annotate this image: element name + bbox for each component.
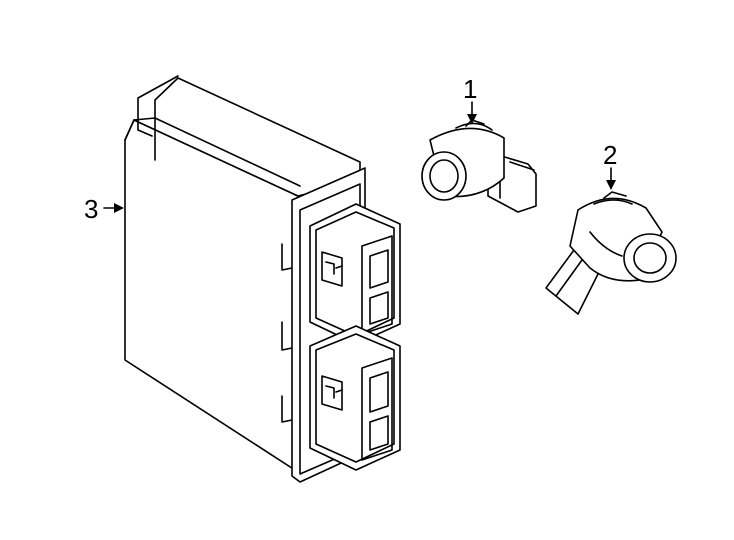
callout-1-label: 1 [463,74,477,104]
callout-2-arrowhead [606,180,616,190]
callout-3-arrowhead [114,203,124,213]
callout-2-label: 2 [603,140,617,170]
callout-2: 2 [603,140,617,190]
upper-connector [309,203,401,345]
lower-connector [309,325,401,471]
callout-1-arrowhead [467,114,477,124]
parking-sensor-part-2 [545,191,677,315]
parking-sensor-part-1 [421,119,537,213]
callout-1: 1 [463,74,477,124]
callout-3-label: 3 [84,194,98,224]
callout-3: 3 [84,194,124,224]
control-module-part-3 [124,75,401,483]
